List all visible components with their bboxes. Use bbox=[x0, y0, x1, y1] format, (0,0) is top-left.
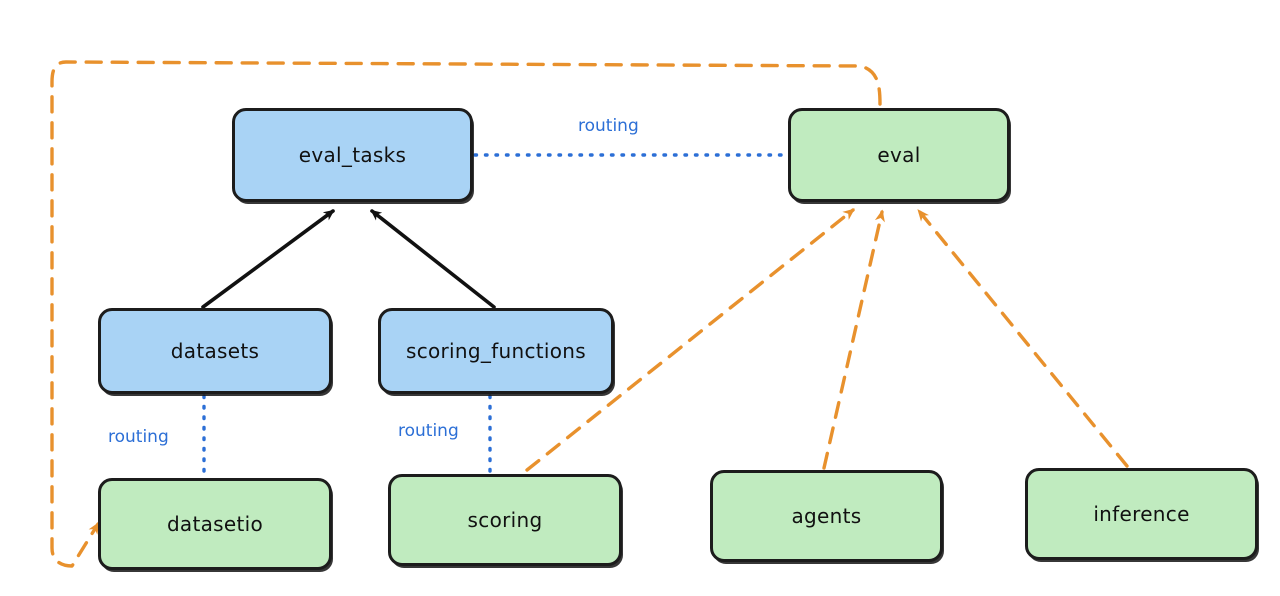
node-label-inference: inference bbox=[1093, 502, 1190, 526]
node-label-datasetio: datasetio bbox=[166, 512, 264, 536]
edge-eval-to-datasetio bbox=[50, 60, 882, 568]
node-agents[interactable]: agents bbox=[710, 470, 943, 562]
edge-scoring-functions-to-eval-tasks bbox=[370, 209, 496, 309]
node-scoring-functions[interactable]: scoring_functions bbox=[378, 308, 614, 394]
edge-inference-to-eval bbox=[917, 209, 1129, 468]
node-label-scoring-functions: scoring_functions bbox=[405, 339, 587, 363]
node-label-agents: agents bbox=[791, 504, 862, 528]
edge-datasets-to-eval-tasks bbox=[201, 209, 335, 309]
edge-label-routing-eval-tasks-eval: routing bbox=[578, 116, 639, 136]
node-label-eval: eval bbox=[877, 143, 921, 167]
edge-scoring-to-eval bbox=[525, 208, 855, 472]
node-eval-tasks[interactable]: eval_tasks bbox=[232, 108, 473, 202]
node-inference[interactable]: inference bbox=[1025, 468, 1258, 560]
node-scoring[interactable]: scoring bbox=[388, 474, 622, 566]
edge-agents-to-eval bbox=[822, 209, 885, 470]
edge-label-routing-scoring-functions-scoring: routing bbox=[398, 421, 459, 441]
node-label-datasets: datasets bbox=[170, 339, 260, 363]
node-label-scoring: scoring bbox=[467, 508, 543, 532]
node-eval[interactable]: eval bbox=[788, 108, 1010, 202]
edge-label-routing-datasets-datasetio: routing bbox=[108, 427, 169, 447]
node-datasetio[interactable]: datasetio bbox=[98, 478, 332, 570]
node-label-eval-tasks: eval_tasks bbox=[298, 143, 407, 167]
node-datasets[interactable]: datasets bbox=[98, 308, 332, 394]
